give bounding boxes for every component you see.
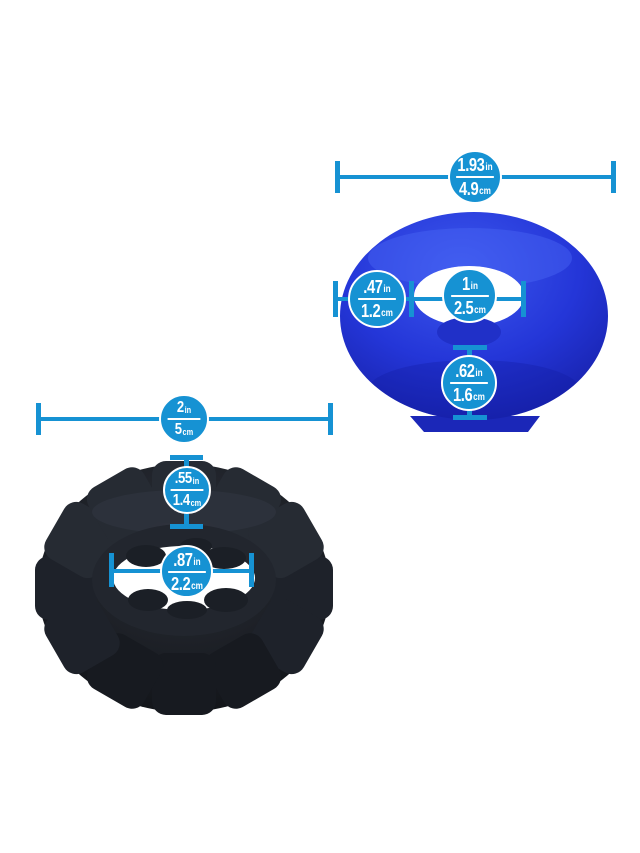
blue-mid-center-cap — [409, 281, 414, 317]
blue-ring-base-tab — [410, 416, 540, 432]
blue-outer-width-badge: 1.93 in 4.9 cm — [448, 150, 502, 204]
measurement-cm: 4.9 cm — [459, 180, 491, 198]
blue-outer-width-left-cap — [335, 161, 340, 193]
black-inner-left-cap — [109, 553, 114, 587]
measurement-inches: .87 in — [173, 551, 200, 569]
cm-value: 1.2 — [361, 301, 381, 321]
black-outer-width-right-cap — [328, 403, 333, 435]
tread-block — [152, 653, 216, 715]
measurement-inches: .55 in — [175, 471, 199, 487]
measurement-cm: 2.2 cm — [171, 575, 203, 593]
cm-unit: cm — [473, 392, 485, 403]
blue-mid-right-cap — [521, 281, 526, 317]
blue-ring-inner-bulge — [437, 317, 501, 347]
black-outer-width-left-cap — [36, 403, 41, 435]
in-value: .62 — [455, 361, 475, 381]
black-ring-product — [35, 461, 333, 715]
fraction-divider — [170, 489, 204, 491]
measurement-inches: 1.93 in — [457, 156, 492, 174]
black-outer-width-badge: 2 in 5 cm — [159, 394, 209, 444]
cm-unit: cm — [190, 580, 203, 592]
in-unit: in — [192, 476, 200, 486]
measurement-inches: 2 in — [177, 400, 191, 416]
tread-block — [86, 467, 164, 543]
measurement-cm: 5 cm — [175, 422, 193, 438]
in-value: .87 — [172, 549, 193, 570]
fraction-divider — [450, 294, 489, 297]
cm-value: 2.2 — [170, 573, 191, 594]
fraction-divider — [167, 570, 206, 573]
cm-value: 2.5 — [453, 297, 474, 318]
measurement-inches: .62 in — [455, 362, 482, 380]
in-unit: in — [470, 280, 478, 292]
tread-block — [204, 633, 282, 709]
black-tube-thickness-badge: .55 in 1.4 cm — [163, 466, 211, 514]
cm-unit: cm — [182, 427, 194, 437]
black-tube-bottom-cap — [170, 524, 203, 529]
fraction-divider — [167, 418, 201, 420]
measurement-cm: 1.6 cm — [453, 386, 485, 404]
black-ring-hole-tread-intrusions — [126, 538, 248, 619]
blue-mid-left-cap — [333, 281, 338, 317]
blue-ring-torus — [340, 212, 608, 420]
blue-mid-measure-line — [335, 297, 525, 301]
cm-unit: cm — [381, 308, 393, 319]
measurement-inches: 1 in — [462, 275, 478, 293]
black-inner-right-cap — [249, 553, 254, 587]
fraction-divider — [456, 176, 494, 178]
in-unit: in — [383, 284, 391, 295]
in-value: 2 — [176, 399, 184, 416]
cm-unit: cm — [479, 186, 491, 197]
blue-height-top-cap — [453, 345, 487, 350]
cm-value: 1.4 — [172, 492, 190, 509]
black-inner-diameter-badge: .87 in 2.2 cm — [160, 545, 213, 598]
in-value: 1 — [461, 273, 470, 294]
fraction-divider — [450, 382, 488, 384]
in-unit: in — [184, 405, 192, 415]
blue-inner-diameter-badge: 1 in 2.5 cm — [442, 268, 497, 323]
measurement-cm: 2.5 cm — [454, 299, 486, 317]
blue-ring-highlight — [368, 228, 572, 288]
black-tube-top-cap — [170, 455, 203, 460]
measurement-cm: 1.4 cm — [173, 493, 202, 509]
in-unit: in — [192, 556, 201, 568]
cm-value: 1.6 — [453, 385, 473, 405]
blue-height-bottom-cap — [453, 415, 487, 420]
blue-ring-product — [340, 212, 608, 432]
blue-tube-thickness-badge: .47 in 1.2 cm — [348, 270, 406, 328]
fraction-divider — [358, 298, 396, 300]
measurement-inches: .47 in — [363, 278, 390, 296]
measurement-cm: 1.2 cm — [361, 302, 393, 320]
cm-unit: cm — [190, 498, 202, 508]
cm-value: 4.9 — [459, 179, 479, 199]
in-unit: in — [485, 162, 493, 173]
in-value: .47 — [363, 277, 383, 297]
cm-unit: cm — [473, 304, 486, 316]
blue-outer-width-right-cap — [611, 161, 616, 193]
blue-height-badge: .62 in 1.6 cm — [441, 355, 497, 411]
in-value: .55 — [174, 470, 192, 487]
in-unit: in — [475, 368, 483, 379]
in-value: 1.93 — [457, 155, 485, 175]
cm-value: 5 — [174, 421, 182, 438]
